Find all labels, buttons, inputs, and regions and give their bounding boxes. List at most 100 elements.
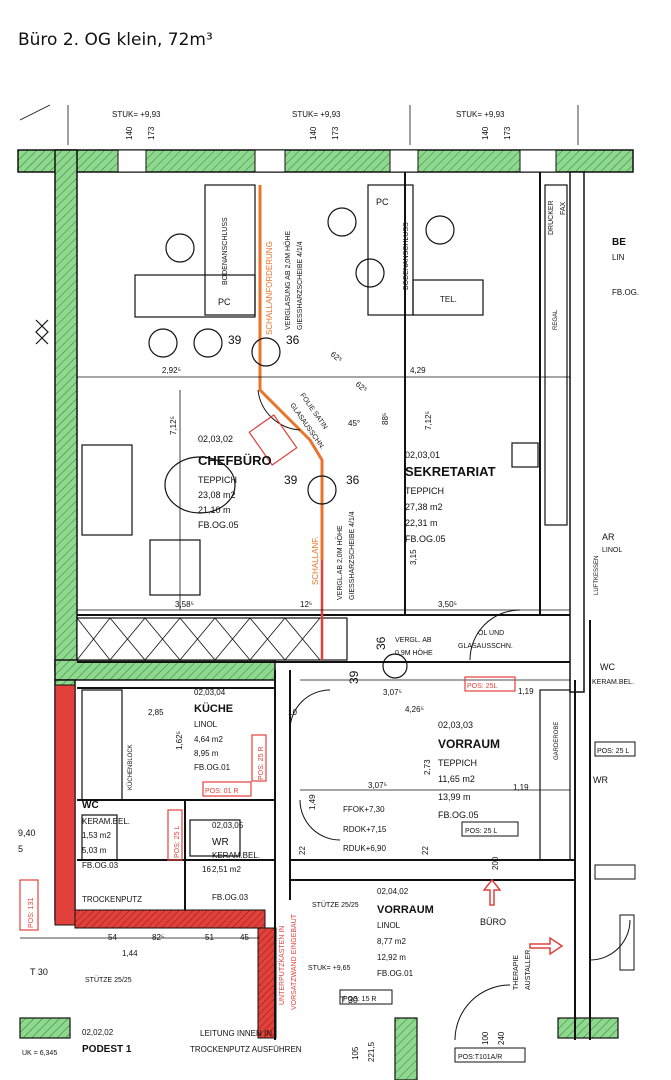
room-vorraum1-name: VORRAUM — [438, 737, 500, 751]
room-vorraum1-floor: TEPPICH — [438, 758, 477, 768]
room-vorraum2-area: 8,77 m2 — [377, 937, 406, 946]
room-chef-code: FB.OG.05 — [198, 520, 239, 530]
pos-131-label: POS: 131 — [28, 898, 35, 928]
room-kuche-floor: LINOL — [194, 720, 218, 729]
dim-307: 3,07⁵ — [383, 688, 402, 697]
dim-285: 2,85 — [148, 708, 164, 717]
keram-right-label: KERAM.BEL. — [592, 679, 634, 686]
ausstaller-label: AUSTALLER — [525, 950, 532, 990]
fax-label: FAX — [560, 201, 567, 215]
unterputz-label: UNTERPUTZKASTEN IN — [279, 926, 286, 1005]
room-wr-name: WR — [212, 837, 229, 848]
luftkessel-label: LUFTKESSEN — [594, 556, 600, 595]
stuk-label-2: STUK= +9,93 — [292, 110, 341, 119]
vergl-hoehe-label: 0,9M HÖHE — [395, 649, 433, 657]
room-wc-perimeter: 5,03 m — [82, 846, 107, 855]
dim-39b: 39 — [284, 473, 298, 487]
vergl-ab-label: VERGL. AB — [395, 637, 432, 644]
room-vorraum2-code: FB.OG.01 — [377, 969, 414, 978]
room-vorraum1-area: 11,65 m2 — [438, 774, 475, 784]
verglasung-label: VERGLASUNG AB 2,0M HÖHE — [284, 230, 292, 330]
trockenputz2-label: TROCKENPUTZ — [82, 895, 142, 904]
rdok-label: RDOK+7,15 — [343, 825, 387, 834]
ffok-label: FFOK+7,30 — [343, 805, 385, 814]
dim-10: 10 — [288, 708, 297, 717]
dim-51: 51 — [205, 933, 214, 942]
dim-162: 1,62⁵ — [175, 731, 184, 750]
dim-105: 105 — [351, 1046, 360, 1060]
dim-45: 45 — [240, 933, 249, 942]
linol-right-label: LINOL — [602, 547, 622, 554]
bel-label: BE — [612, 237, 626, 248]
room-kuche-number: 02,03,04 — [194, 688, 226, 697]
room-chef-name: CHEFBÜRO — [198, 453, 272, 468]
bodenanschluss-2: BODENANSCHLUSS — [403, 222, 410, 290]
room-vorraum2-floor: LINOL — [377, 921, 401, 930]
room-kuche-name: KÜCHE — [194, 702, 233, 715]
regal-label: REGAL — [553, 309, 559, 330]
lin-label: LIN — [612, 253, 625, 262]
dim-292: 2,92⁵ — [162, 366, 181, 375]
dim-16: 16 — [202, 865, 211, 874]
dim-273: 2,73 — [423, 759, 432, 775]
room-wc-floor: KERAM.BEL. — [82, 817, 130, 826]
therapie-label: THERAPIE — [513, 955, 520, 990]
stuk-low-label: STUK= +9,65 — [308, 965, 351, 972]
pos-101ar-label: POS:T101A/R — [458, 1054, 502, 1061]
dim-22: 22 — [298, 846, 307, 855]
dim-315: 3,15 — [409, 549, 418, 565]
stutze-label-2: STÜTZE 25/25 — [85, 976, 132, 984]
dim-712b: 7,12⁵ — [424, 411, 433, 430]
interior-walls — [77, 172, 591, 1040]
glasausschn2-label: GLASAUSSCHN. — [458, 643, 513, 650]
dimension-lines — [19, 104, 579, 939]
pos-boxes — [19, 414, 516, 931]
schallanforderung-label: SCHALLANFORDERUNG — [265, 241, 274, 335]
dim-149: 1,49 — [308, 794, 317, 810]
dim-426: 4,26⁵ — [405, 705, 424, 714]
podest-number: 02,02,02 — [82, 1028, 114, 1037]
trockenputz-label: TROCKENPUTZ AUSFÜHREN — [190, 1045, 302, 1054]
room-wr-code: FB.OG.03 — [212, 893, 249, 902]
top-dim-173-a: 173 — [147, 126, 156, 140]
doors — [257, 389, 631, 1041]
giessharz2-label: GIESSHARZSCHEIBE 4/1/4 — [349, 511, 356, 600]
dim-45deg: 45° — [348, 419, 360, 428]
dim-22b: 22 — [421, 846, 430, 855]
stuk-label-3: STUK= +9,93 — [456, 110, 505, 119]
orange-partition — [258, 185, 324, 560]
dim-62a: 62⁵ — [329, 350, 344, 365]
top-dim-140-a: 140 — [125, 126, 134, 140]
room-sek-name: SEKRETARIAT — [405, 464, 496, 479]
dim-940: 9,40 — [18, 828, 36, 838]
ol-und-label: OL UND — [478, 630, 504, 637]
rduk-label: RDUK+6,90 — [343, 844, 386, 853]
room-sek-number: 02,03,01 — [405, 450, 440, 460]
giessharz-label: GIESSHARZSCHEIBE 4/1/4 — [297, 241, 304, 330]
wc-right-label: WC — [600, 662, 615, 672]
pos-25l2-label: POS: 25 L — [174, 826, 181, 858]
glass-partition — [76, 617, 348, 661]
dim-119: 1,19 — [518, 687, 534, 696]
dim-t30a: T 30 — [30, 967, 48, 977]
buro-label: BÜRO — [480, 917, 506, 927]
room-sek-perimeter: 22,31 m — [405, 518, 438, 528]
stutze-label-1: STÜTZE 25/25 — [312, 901, 359, 909]
room-vorraum1-perimeter: 13,99 m — [438, 792, 471, 802]
dim-100: 100 — [481, 1031, 490, 1045]
pc-label-1: PC — [218, 297, 231, 307]
room-vorraum2-perimeter: 12,92 m — [377, 953, 406, 962]
room-wr-area: 2,51 m2 — [212, 865, 241, 874]
dim-88: 88⁵ — [381, 413, 390, 425]
dim-54: 54 — [108, 933, 117, 942]
room-chef-number: 02,03,02 — [198, 434, 233, 444]
room-chef-perimeter: 21,10 m — [198, 505, 231, 515]
room-wr-number: 02,03,05 — [212, 821, 244, 830]
pos-01r-label: POS: 01 R — [205, 788, 238, 795]
dim-200: 200 — [491, 856, 500, 870]
top-dim-173-b: 173 — [331, 126, 340, 140]
room-wc-area: 1,53 m2 — [82, 831, 111, 840]
vorsatz-label: VORSATZWAND EINGEBAUT — [291, 913, 298, 1010]
room-wc-code: FB.OG.03 — [82, 861, 119, 870]
pos-25r-label: POS: 25 R — [258, 747, 265, 780]
